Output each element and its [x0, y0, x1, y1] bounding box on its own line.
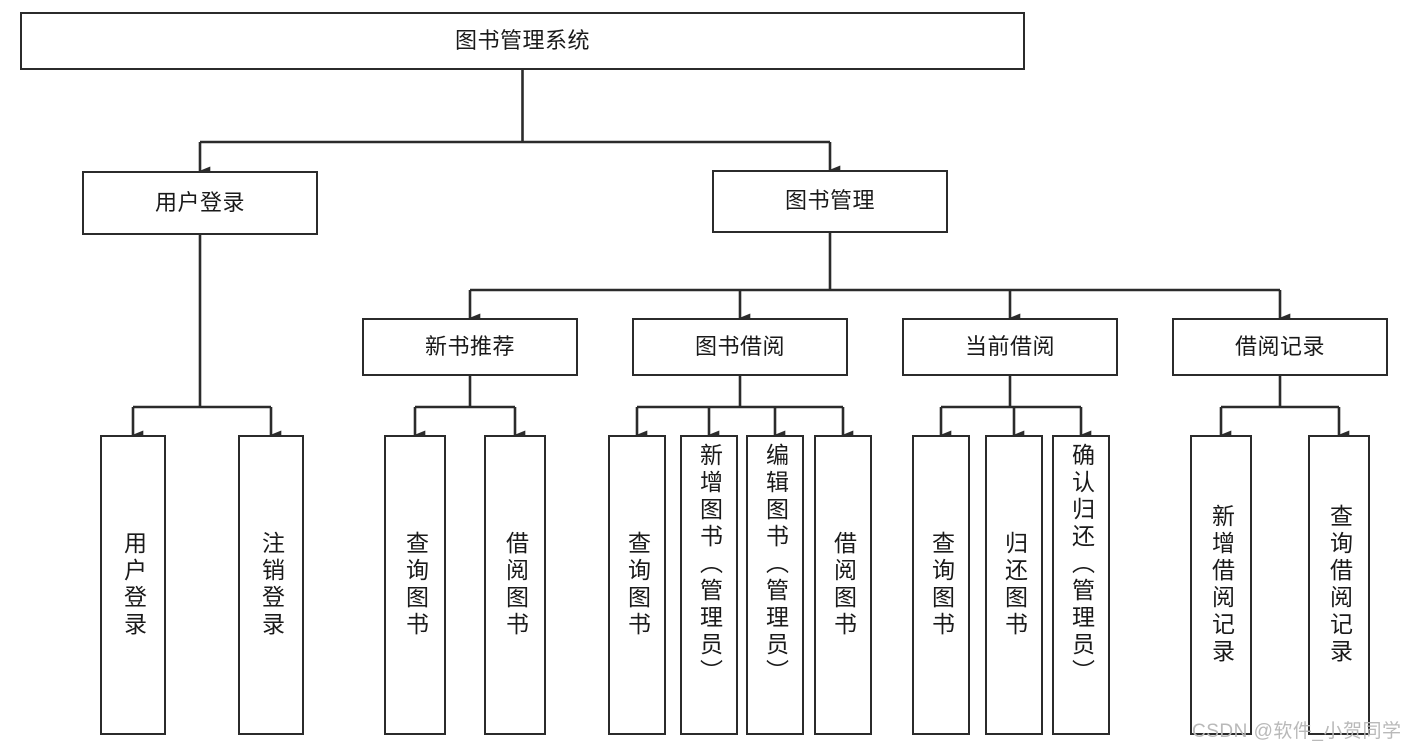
- node-l10[interactable]: 归还图书: [985, 435, 1043, 735]
- node-l1[interactable]: 用户登录: [100, 435, 166, 735]
- node-current[interactable]: 当前借阅: [902, 318, 1118, 376]
- node-records[interactable]: 借阅记录: [1172, 318, 1388, 376]
- node-label: 当前借阅: [964, 333, 1055, 359]
- node-label: 用户登录: [154, 189, 245, 215]
- node-l12[interactable]: 新增借阅记录: [1190, 435, 1252, 735]
- node-label: 查询图书: [624, 531, 651, 639]
- node-bookmgr[interactable]: 图书管理: [712, 170, 948, 233]
- node-root[interactable]: 图书管理系统: [20, 12, 1025, 70]
- node-l4[interactable]: 借阅图书: [484, 435, 546, 735]
- node-login[interactable]: 用户登录: [82, 171, 318, 235]
- node-l11[interactable]: 确认归还（管理员）: [1052, 435, 1110, 735]
- node-l3[interactable]: 查询图书: [384, 435, 446, 735]
- node-label: 查询借阅记录: [1326, 504, 1353, 666]
- node-l7[interactable]: 编辑图书（管理员）: [746, 435, 804, 735]
- node-label: 图书借阅: [694, 333, 785, 359]
- node-label: 查询图书: [402, 531, 429, 639]
- node-label: 借阅图书: [830, 531, 857, 639]
- node-label: 图书管理系统: [454, 27, 590, 53]
- node-label: 新书推荐: [424, 333, 515, 359]
- node-l5[interactable]: 查询图书: [608, 435, 666, 735]
- node-label: 借阅记录: [1234, 333, 1325, 359]
- node-label: 注销登录: [258, 531, 285, 639]
- node-newrec[interactable]: 新书推荐: [362, 318, 578, 376]
- node-label: 用户登录: [120, 531, 147, 639]
- node-label: 编辑图书（管理员）: [762, 443, 789, 686]
- node-label: 归还图书: [1001, 531, 1028, 639]
- node-label: 新增借阅记录: [1208, 504, 1235, 666]
- node-label: 查询图书: [928, 531, 955, 639]
- node-label: 图书管理: [784, 188, 875, 214]
- node-label: 借阅图书: [502, 531, 529, 639]
- node-l9[interactable]: 查询图书: [912, 435, 970, 735]
- node-label: 确认归还（管理员）: [1068, 443, 1095, 686]
- node-l13[interactable]: 查询借阅记录: [1308, 435, 1370, 735]
- csdn-watermark: CSDN @软件_小贺同学: [1192, 721, 1402, 742]
- node-label: 新增图书（管理员）: [696, 443, 723, 686]
- node-l6[interactable]: 新增图书（管理员）: [680, 435, 738, 735]
- node-l2[interactable]: 注销登录: [238, 435, 304, 735]
- node-borrow[interactable]: 图书借阅: [632, 318, 848, 376]
- node-l8[interactable]: 借阅图书: [814, 435, 872, 735]
